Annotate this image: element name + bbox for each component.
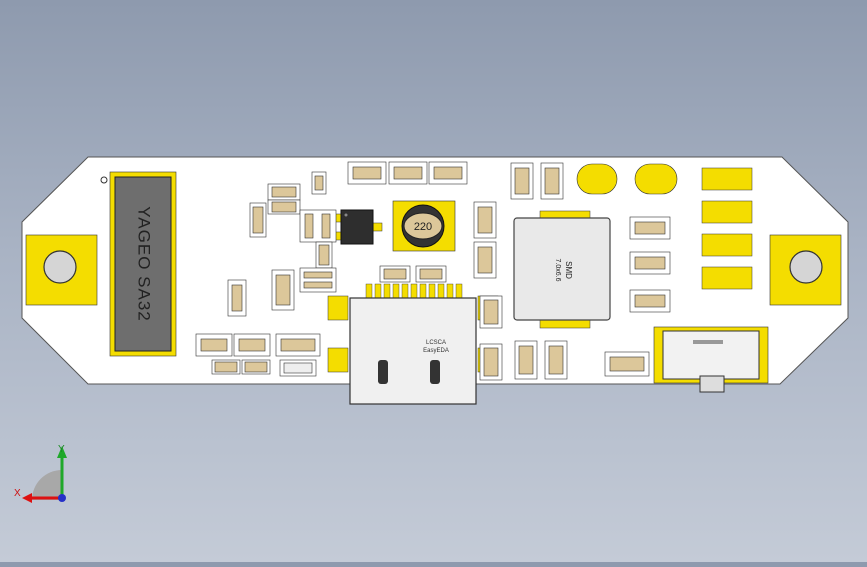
chip-resistor (279, 359, 317, 377)
chip-resistor (233, 333, 271, 357)
chip-capacitor (540, 162, 564, 200)
edge-pad-3 (701, 233, 753, 257)
battery-pad-2 (634, 163, 678, 195)
edge-pad-1 (701, 167, 753, 191)
chip-resistor (299, 267, 337, 293)
silk-logo-1: LCSCA (426, 340, 446, 346)
chip-capacitor (347, 161, 387, 185)
chip-resistor (241, 359, 271, 375)
battery-pad-1 (576, 163, 618, 195)
chip-resistor (227, 279, 247, 317)
chip-capacitor (604, 351, 650, 377)
triad-y-label: Y (58, 444, 65, 455)
chip-resistor (479, 295, 503, 329)
chip-capacitor (629, 289, 671, 313)
inductor-smd-large[interactable]: SMD 7.0x6.6 (513, 210, 611, 329)
chip-resistor (249, 202, 267, 238)
chip-resistor (211, 359, 241, 375)
ic-sot23[interactable] (332, 209, 383, 245)
chip-capacitor (510, 162, 534, 200)
chip-capacitor (428, 161, 468, 185)
resistor-marking: YAGEO SA32 (135, 206, 154, 322)
inductor-large-marking-1: SMD (564, 261, 573, 279)
chip-resistor (379, 265, 411, 283)
chip-capacitor (388, 161, 428, 185)
axis-triad: Y X (14, 444, 67, 503)
silk-logo-2: EasyEDA (423, 348, 449, 354)
chip-capacitor (629, 216, 671, 240)
mounting-hole-right (769, 234, 842, 306)
chip-resistor (315, 241, 333, 269)
shunt-resistor[interactable]: YAGEO SA32 (109, 171, 177, 357)
usb-c-connector[interactable]: LCSCA EasyEDA (327, 283, 499, 405)
chip-resistor (415, 265, 447, 283)
chip-capacitor (629, 251, 671, 275)
chip-resistor (195, 333, 233, 357)
chip-resistor (267, 199, 301, 215)
chip-resistor (311, 171, 327, 195)
mounting-hole-left (25, 234, 98, 306)
chip-capacitor (514, 340, 538, 380)
pin1-marker (100, 176, 108, 184)
chip-resistor (275, 333, 321, 357)
chip-capacitor (544, 340, 568, 380)
edge-pad-4 (701, 266, 753, 290)
slide-switch[interactable] (653, 326, 769, 393)
triad-x-label: X (14, 488, 21, 499)
chip-capacitor (473, 241, 497, 279)
inductor-220[interactable]: 220 (392, 200, 456, 252)
chip-capacitor (473, 201, 497, 239)
passive-components (195, 161, 671, 381)
inductor-large-marking-2: 7.0x6.6 (554, 259, 561, 282)
inductor-small-marking: 220 (414, 221, 432, 233)
chip-resistor (479, 343, 503, 381)
chip-resistor (267, 183, 301, 201)
chip-resistor (299, 209, 337, 243)
chip-resistor (271, 269, 295, 311)
edge-pad-2 (701, 200, 753, 224)
